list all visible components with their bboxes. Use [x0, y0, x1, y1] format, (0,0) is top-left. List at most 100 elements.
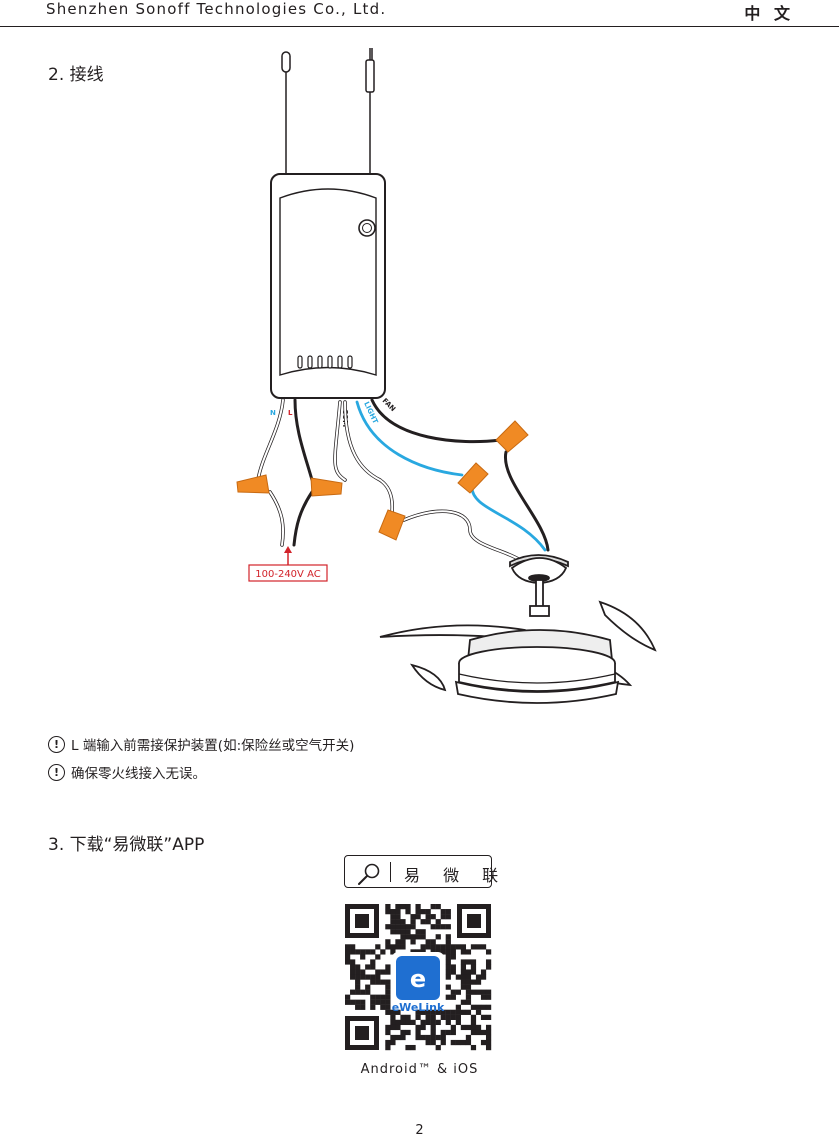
qr-module	[425, 1019, 431, 1026]
qr-module	[385, 989, 391, 995]
qr-module	[380, 1004, 386, 1010]
qr-module	[400, 1019, 406, 1026]
qr-module	[450, 949, 456, 955]
note-text: L 端输入前需接保护装置(如:保险丝或空气开关)	[71, 738, 355, 754]
qr-module	[430, 1029, 436, 1036]
qr-module	[370, 949, 376, 955]
qr-module	[445, 934, 451, 940]
qr-module	[445, 1029, 451, 1036]
qr-module	[460, 949, 467, 955]
qr-module	[400, 1014, 406, 1020]
qr-module	[395, 1019, 401, 1026]
qr-module	[415, 1014, 421, 1020]
qr-module	[485, 1044, 492, 1051]
ewelink-icon-name: eWeLink	[392, 1001, 445, 1014]
qr-module	[445, 964, 451, 970]
qr-module	[470, 964, 477, 970]
qr-module	[355, 1004, 361, 1010]
qr-module	[450, 954, 456, 960]
qr-module	[445, 969, 451, 975]
qr-module	[405, 1044, 411, 1051]
qr-module	[465, 969, 472, 975]
qr-module	[410, 949, 416, 955]
qr-module	[440, 1014, 446, 1020]
qr-module	[370, 999, 376, 1005]
qr-module	[370, 964, 376, 970]
qr-module	[390, 949, 396, 955]
qr-module	[410, 1044, 416, 1051]
qr-module	[415, 1029, 421, 1036]
qr-module	[385, 1024, 391, 1031]
qr-module	[470, 944, 477, 950]
qr-module	[485, 1039, 492, 1046]
qr-module	[370, 1004, 376, 1010]
qr-module	[450, 944, 456, 950]
qr-module	[400, 934, 406, 940]
qr-module	[350, 969, 356, 975]
qr-module	[370, 994, 376, 1000]
qr-module	[480, 1014, 487, 1020]
qr-module	[435, 924, 441, 930]
qr-module	[415, 1009, 421, 1015]
qr-module	[375, 974, 381, 980]
qr-module	[480, 969, 487, 975]
qr-module	[450, 1009, 456, 1015]
qr-module	[405, 1019, 411, 1026]
qr-module	[380, 999, 386, 1005]
qr-module	[445, 939, 451, 945]
qr-module	[465, 1009, 472, 1015]
qr-module	[425, 909, 431, 915]
terminal-l-label: L	[288, 409, 293, 417]
qr-module	[430, 939, 436, 945]
qr-module	[390, 1039, 396, 1046]
qr-module	[455, 1014, 461, 1020]
qr-module	[360, 999, 366, 1005]
qr-module	[405, 929, 411, 935]
qr-module	[415, 949, 421, 955]
qr-module	[440, 1029, 446, 1036]
qr-module	[485, 959, 492, 965]
qr-module	[410, 914, 416, 920]
qr-module	[435, 1034, 441, 1041]
qr-module	[460, 1009, 467, 1015]
qr-module	[455, 1009, 461, 1015]
qr-module	[445, 1019, 451, 1026]
warning-icon: !	[48, 735, 65, 753]
ewelink-app-icon	[392, 952, 444, 1004]
qr-module	[420, 929, 426, 935]
qr-module	[455, 1039, 461, 1046]
qr-module	[455, 1019, 461, 1026]
qr-module	[485, 1014, 492, 1020]
qr-module	[415, 1034, 421, 1041]
qr-module	[460, 969, 467, 975]
supported-platforms: Android™ & iOS	[360, 1062, 479, 1077]
qr-module	[405, 934, 411, 940]
qr-module	[480, 1039, 487, 1046]
qr-module	[385, 924, 391, 930]
qr-module	[385, 944, 391, 950]
qr-module	[385, 994, 391, 1000]
qr-module	[350, 989, 356, 995]
qr-module	[445, 1009, 451, 1015]
note-wiring-check: ! 确保零火线接入无误。	[48, 762, 206, 782]
qr-module	[420, 1019, 426, 1026]
qr-module	[415, 1024, 421, 1031]
qr-module	[360, 989, 366, 995]
qr-module	[405, 1014, 411, 1020]
qr-module	[390, 1009, 396, 1015]
qr-module	[380, 969, 386, 975]
qr-module	[475, 974, 482, 980]
qr-module	[375, 954, 381, 960]
note-text: 确保零火线接入无误。	[71, 766, 206, 782]
qr-module	[390, 1019, 396, 1026]
qr-module	[365, 974, 371, 980]
qr-module	[365, 964, 371, 970]
qr-module	[460, 1024, 467, 1031]
qr-module	[450, 969, 456, 975]
qr-module	[405, 924, 411, 930]
qr-module	[465, 989, 472, 995]
qr-module	[465, 984, 472, 990]
qr-module	[360, 954, 366, 960]
qr-module	[465, 994, 472, 1000]
